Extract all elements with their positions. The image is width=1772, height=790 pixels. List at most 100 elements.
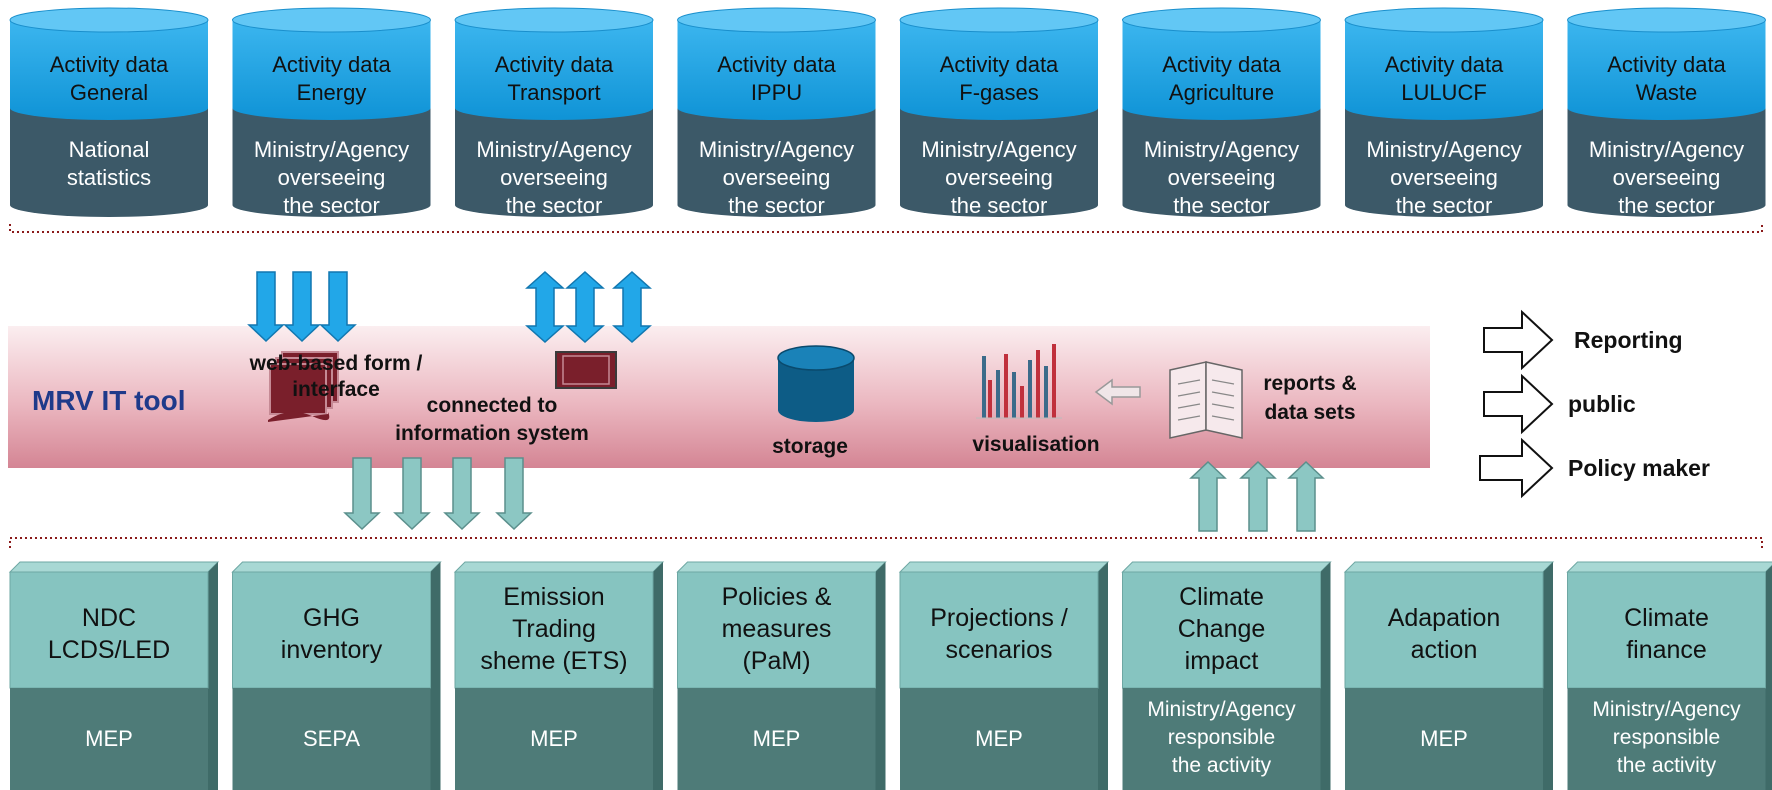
cylinder-cap: [899, 7, 1099, 33]
data-source-owner: overseeing: [278, 165, 386, 190]
cylinder-owner-segment: [677, 108, 876, 217]
double-arrow-blue: [565, 270, 605, 344]
module-owner: Ministry/Agency: [1147, 698, 1296, 721]
data-source-title: General: [70, 80, 148, 105]
cylinder-cap: [1122, 7, 1321, 33]
output-arrow: [1479, 437, 1554, 499]
module-owner: the activity: [1617, 754, 1717, 777]
cylinder-owner-segment: [455, 108, 653, 217]
data-source-owner: the sector: [1173, 193, 1270, 218]
data-source-owner: overseeing: [945, 165, 1053, 190]
cylinder-data-segment: [677, 20, 876, 120]
data-source-cylinder: Activity dataAgricultureMinistry/Agencyo…: [1122, 7, 1321, 218]
cylinder-data-segment: [232, 20, 431, 120]
data-source-title: Activity data: [1385, 52, 1504, 77]
data-source-owner: overseeing: [1613, 165, 1721, 190]
down-arrow-teal: [443, 457, 481, 531]
module-title: action: [1411, 636, 1478, 664]
data-source-owner: the sector: [951, 193, 1048, 218]
cylinder-owner-segment: [10, 108, 208, 217]
data-source-cylinder: Activity dataWasteMinistry/Agencyoversee…: [1567, 7, 1766, 218]
module-title-face: [1344, 571, 1544, 689]
module-owner: MEP: [975, 726, 1023, 751]
module-owner: responsible: [1168, 726, 1275, 749]
module-title: impact: [1185, 647, 1259, 675]
module-title-face: [1567, 571, 1766, 689]
data-source-title: Energy: [297, 80, 367, 105]
down-arrow-teal: [343, 457, 381, 531]
data-sources-bracket: [9, 224, 1763, 233]
output-label: Reporting: [1574, 327, 1683, 353]
module-title: (PaM): [742, 647, 810, 675]
data-source-owner: the sector: [283, 193, 380, 218]
data-source-owner: the sector: [506, 193, 603, 218]
flow-arrows: [247, 270, 1325, 532]
up-arrow-teal: [1189, 460, 1227, 532]
module-owner: MEP: [753, 726, 801, 751]
cylinder-data-segment: [455, 20, 653, 120]
module-owner-face: [1345, 688, 1543, 790]
data-source-cylinder: Activity dataF-gasesMinistry/Agencyovers…: [899, 7, 1099, 218]
module-owner: Ministry/Agency: [1592, 698, 1741, 721]
report-book-icon: [1169, 361, 1243, 439]
data-source-title: Activity data: [1162, 52, 1281, 77]
modules-row: NDCLCDS/LEDMEPGHGinventorySEPAEmissionTr…: [8, 561, 1772, 790]
module-title: LCDS/LED: [48, 636, 170, 664]
module-box: Policies &measures(PaM)MEP: [676, 561, 887, 790]
data-source-owner: the sector: [728, 193, 825, 218]
cylinder-data-segment: [10, 20, 208, 120]
up-arrow-teal: [1239, 460, 1277, 532]
double-arrow-blue: [525, 270, 565, 344]
module-owner: MEP: [530, 726, 578, 751]
data-source-owner: Ministry/Agency: [1366, 137, 1521, 162]
data-source-owner: the sector: [1396, 193, 1493, 218]
data-source-cylinder: Activity dataTransportMinistry/Agencyove…: [454, 7, 654, 218]
module-owner-face: [900, 688, 1098, 790]
cylinder-cap: [1344, 7, 1544, 33]
module-title: Change: [1178, 615, 1266, 643]
web-form-label: web-based form /: [249, 352, 423, 375]
output-label: public: [1568, 391, 1636, 417]
module-title: sheme (ETS): [480, 647, 627, 675]
cylinder-data-segment: [1567, 20, 1766, 120]
down-arrow-blue: [247, 271, 285, 343]
data-source-owner: statistics: [67, 165, 151, 190]
connected-system-label: connected to: [427, 394, 558, 417]
output-arrow: [1483, 373, 1554, 435]
output-arrow: [1483, 309, 1554, 371]
double-arrow-blue: [612, 270, 652, 344]
data-source-title: Agriculture: [1169, 80, 1274, 105]
reports-label: reports &: [1263, 372, 1356, 395]
data-source-cylinder: Activity dataIPPUMinistry/Agencyoverseei…: [677, 7, 876, 218]
down-arrow-blue: [283, 271, 321, 343]
module-owner: responsible: [1613, 726, 1720, 749]
storage-label: storage: [772, 435, 848, 458]
cylinder-cap: [677, 7, 876, 33]
cylinder-owner-segment: [1122, 108, 1321, 217]
modules-bracket: [9, 537, 1763, 548]
up-arrow-teal: [1287, 460, 1325, 532]
output-item: Reporting: [1483, 309, 1683, 371]
module-owner-face: [232, 688, 431, 790]
module-title: Adapation: [1388, 604, 1501, 632]
data-source-owner: Ministry/Agency: [921, 137, 1076, 162]
module-title: Climate: [1179, 583, 1264, 611]
module-owner: MEP: [85, 726, 133, 751]
cylinder-cap: [1567, 7, 1766, 33]
cylinder-data-segment: [1122, 20, 1321, 120]
cylinder-cap: [232, 7, 431, 33]
cylinder-cap: [454, 7, 654, 33]
cylinder-owner-segment: [900, 108, 1098, 217]
data-source-owner: overseeing: [723, 165, 831, 190]
data-source-title: Activity data: [272, 52, 391, 77]
cylinder-owner-segment: [1567, 108, 1766, 217]
data-source-owner: overseeing: [1168, 165, 1276, 190]
module-title: Trading: [512, 615, 596, 643]
module-owner: the activity: [1172, 754, 1272, 777]
data-source-title: Activity data: [940, 52, 1059, 77]
bar-chart-icon: [976, 344, 1062, 419]
